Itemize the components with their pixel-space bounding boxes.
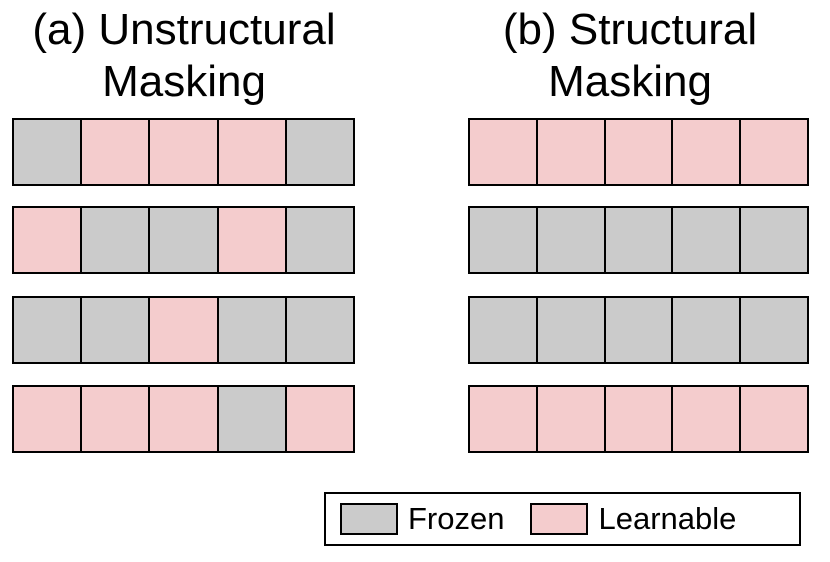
mask-cell-learnable (82, 120, 151, 184)
panel-title: (a) Unstructural Masking (0, 4, 394, 108)
mask-cell-learnable (537, 387, 606, 451)
mask-cell-learnable (150, 120, 219, 184)
mask-cell-learnable (741, 120, 807, 184)
mask-cell-frozen (537, 298, 606, 362)
mask-cell-learnable (537, 120, 606, 184)
mask-cell-frozen (82, 208, 151, 272)
mask-cell-learnable (470, 387, 538, 451)
mask-cell-frozen (286, 120, 354, 184)
mask-cell-frozen (286, 298, 354, 362)
mask-cell-frozen (605, 298, 674, 362)
mask-cell-learnable (605, 120, 674, 184)
mask-row-4 (468, 385, 809, 453)
mask-cell-frozen (537, 208, 606, 272)
mask-cell-learnable (470, 120, 538, 184)
legend-label-frozen: Frozen (408, 501, 505, 536)
mask-cell-learnable (218, 208, 287, 272)
mask-cell-learnable (286, 387, 354, 451)
mask-cell-frozen (741, 298, 807, 362)
mask-row-3 (12, 296, 355, 364)
mask-cell-learnable (218, 120, 287, 184)
mask-cell-frozen (741, 208, 807, 272)
mask-row-1 (468, 118, 809, 186)
mask-cell-learnable (673, 387, 742, 451)
mask-cell-learnable (673, 120, 742, 184)
legend-swatch-learnable (530, 503, 589, 535)
panel-title-line-2: Masking (548, 57, 712, 106)
mask-row-2 (12, 206, 355, 274)
panel-title: (b) Structural Masking (420, 4, 830, 108)
mask-row-1 (12, 118, 355, 186)
mask-cell-frozen (470, 208, 538, 272)
panel-title-line-1: (a) Unstructural (32, 5, 336, 54)
mask-cell-learnable (14, 208, 83, 272)
legend-swatch-frozen (340, 503, 398, 535)
mask-cell-frozen (470, 298, 538, 362)
mask-cell-learnable (14, 387, 83, 451)
mask-cell-frozen (673, 208, 742, 272)
mask-cell-frozen (605, 208, 674, 272)
panel-title-line-2: Masking (102, 57, 266, 106)
mask-cell-learnable (741, 387, 807, 451)
mask-cell-frozen (286, 208, 354, 272)
legend: Frozen Learnable (324, 492, 801, 546)
mask-cell-learnable (82, 387, 151, 451)
mask-cell-learnable (605, 387, 674, 451)
mask-row-4 (12, 385, 355, 453)
mask-cell-learnable (150, 298, 219, 362)
mask-cell-frozen (14, 298, 83, 362)
mask-row-3 (468, 296, 809, 364)
mask-row-2 (468, 206, 809, 274)
legend-label-learnable: Learnable (598, 501, 737, 536)
mask-cell-frozen (14, 120, 83, 184)
mask-cell-learnable (150, 387, 219, 451)
mask-cell-frozen (218, 298, 287, 362)
mask-cell-frozen (150, 208, 219, 272)
mask-cell-frozen (218, 387, 287, 451)
mask-cell-frozen (673, 298, 742, 362)
mask-cell-frozen (82, 298, 151, 362)
panel-title-line-1: (b) Structural (502, 5, 758, 54)
